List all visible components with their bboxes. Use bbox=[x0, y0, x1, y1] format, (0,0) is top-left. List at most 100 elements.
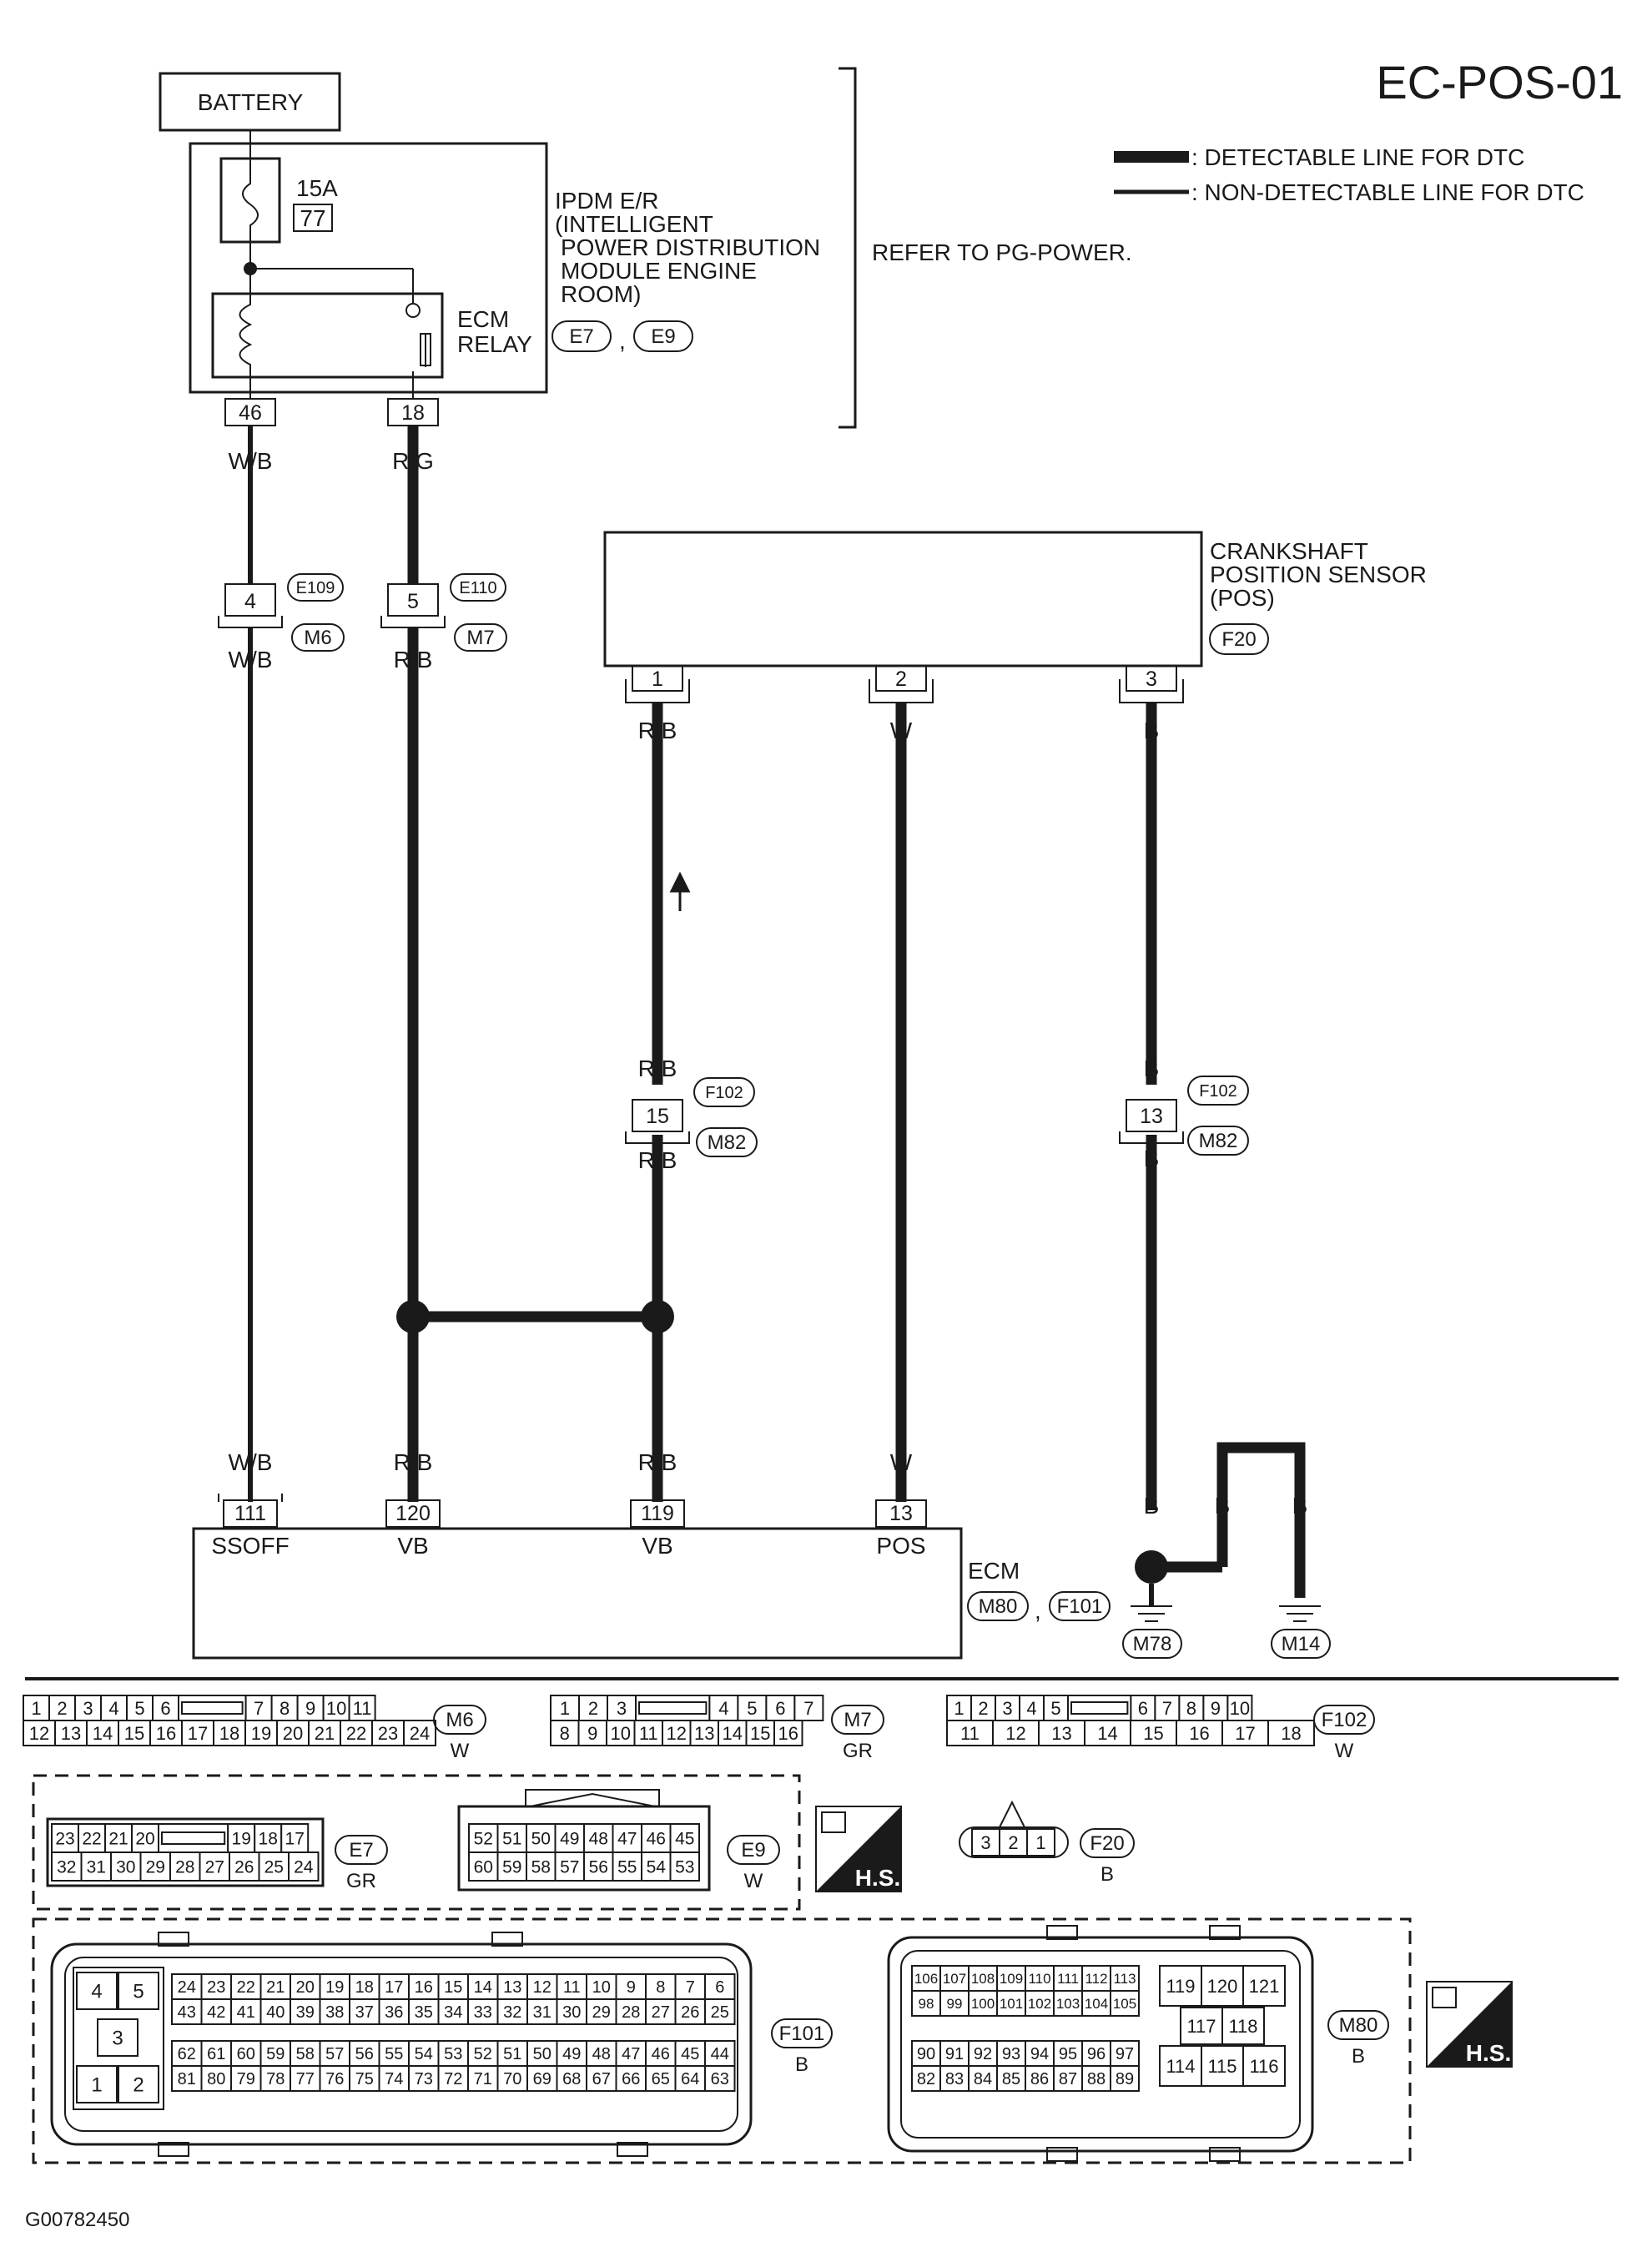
connector-pin: 17 bbox=[285, 1830, 305, 1849]
connector-pin: 120 bbox=[1207, 1976, 1238, 1997]
joint-pin-13: 13 bbox=[1140, 1105, 1163, 1128]
svg-text:B: B bbox=[1144, 1146, 1160, 1171]
connector-pin: 101 bbox=[1000, 1996, 1023, 2012]
connector-pin: 88 bbox=[1087, 2070, 1106, 2088]
connector-pin: 110 bbox=[1028, 1971, 1050, 1987]
connector-pin: 55 bbox=[617, 1858, 637, 1877]
svg-text:B: B bbox=[1144, 718, 1160, 743]
svg-text:R/B: R/B bbox=[638, 718, 677, 743]
connector-lock-icon bbox=[161, 1831, 226, 1845]
connector-pin: 3 bbox=[617, 1698, 627, 1719]
connector-pin: 84 bbox=[974, 2070, 992, 2088]
svg-text:M80: M80 bbox=[979, 1595, 1018, 1618]
svg-text:W/B: W/B bbox=[229, 647, 273, 673]
wire-sensor-rb bbox=[652, 703, 691, 1502]
connector-pin: 9 bbox=[587, 1723, 597, 1744]
connector-pin: 113 bbox=[1113, 1971, 1136, 1987]
svg-text:W: W bbox=[890, 1449, 913, 1475]
connector-pin: 95 bbox=[1059, 2045, 1077, 2063]
connector-pin: 48 bbox=[589, 1830, 608, 1849]
connector-pin: 12 bbox=[1005, 1723, 1025, 1744]
svg-text:H.S.: H.S. bbox=[855, 1865, 900, 1891]
connector-pin: 42 bbox=[207, 2003, 225, 2022]
connector-pin: 13 bbox=[503, 1978, 521, 1997]
connector-pin: 23 bbox=[378, 1723, 398, 1744]
connector-pin: 96 bbox=[1087, 2045, 1106, 2063]
connector-pin: 1 bbox=[31, 1698, 41, 1719]
ipdm-label: IPDM E/R (INTELLIGENT POWER DISTRIBUTION… bbox=[552, 188, 820, 354]
svg-text:M7: M7 bbox=[466, 627, 494, 649]
svg-text:(POS): (POS) bbox=[1210, 585, 1275, 611]
svg-text:R/B: R/B bbox=[394, 1449, 433, 1475]
connector-pin: 121 bbox=[1249, 1976, 1280, 1997]
svg-text:B: B bbox=[1292, 1493, 1308, 1519]
connector-pin: 46 bbox=[652, 2045, 670, 2063]
svg-text:,: , bbox=[1035, 1598, 1041, 1624]
ground-icon-m78 bbox=[1131, 1605, 1172, 1622]
svg-text:VB: VB bbox=[397, 1533, 428, 1559]
connector-pin: 23 bbox=[207, 1978, 225, 1997]
connector-pin: 17 bbox=[385, 1978, 403, 1997]
connector-pin: 6 bbox=[1138, 1698, 1148, 1719]
connector-pin: 89 bbox=[1116, 2070, 1134, 2088]
svg-text:F20: F20 bbox=[1090, 1832, 1124, 1855]
connector-pin: 16 bbox=[415, 1978, 433, 1997]
joint-pin-5: 5 bbox=[407, 590, 419, 613]
connector-pin: 6 bbox=[715, 1978, 724, 1997]
connector-pin: 119 bbox=[1166, 1976, 1195, 1997]
connector-pin: 9 bbox=[1211, 1698, 1221, 1719]
svg-text:E9: E9 bbox=[741, 1839, 765, 1862]
connector-pin: 69 bbox=[533, 2070, 552, 2088]
connector-pin: 26 bbox=[681, 2003, 699, 2022]
svg-text:VB: VB bbox=[642, 1533, 672, 1559]
svg-text:W: W bbox=[744, 1870, 763, 1892]
refer-bracket bbox=[839, 67, 857, 429]
connector-pin: 65 bbox=[652, 2070, 670, 2088]
connector-pin: 3 bbox=[83, 1698, 93, 1719]
svg-text:F102: F102 bbox=[1199, 1082, 1237, 1101]
relay-label-2: RELAY bbox=[457, 331, 532, 357]
splice-vb bbox=[396, 1300, 674, 1333]
connector-pin: 1 bbox=[954, 1698, 964, 1719]
connector-pin: 3 bbox=[1002, 1698, 1012, 1719]
svg-text:M6: M6 bbox=[304, 627, 331, 649]
connector-pin: 26 bbox=[234, 1858, 254, 1877]
connector-pin: 50 bbox=[531, 1830, 551, 1849]
connector-pin: 13 bbox=[694, 1723, 714, 1744]
connector-pin: 52 bbox=[474, 2045, 492, 2063]
connector-pin: 97 bbox=[1116, 2045, 1134, 2063]
svg-text:M80: M80 bbox=[1339, 2014, 1378, 2037]
connector-pin: 13 bbox=[61, 1723, 81, 1744]
connector-pin: 15 bbox=[444, 1978, 462, 1997]
svg-text:GR: GR bbox=[843, 1740, 873, 1762]
connector-pin: 73 bbox=[415, 2070, 433, 2088]
ecm-pin-120: 120 bbox=[395, 1502, 431, 1525]
connector-lock-icon bbox=[638, 1701, 708, 1715]
connector-pin: 53 bbox=[675, 1858, 694, 1877]
fuse-rating: 15A bbox=[296, 175, 338, 201]
connector-pin: 14 bbox=[474, 1978, 492, 1997]
connector-pin: 60 bbox=[474, 1858, 493, 1877]
connector-pin: 108 bbox=[971, 1971, 995, 1987]
svg-text:R/B: R/B bbox=[638, 1147, 677, 1173]
connector-pin: 21 bbox=[266, 1978, 285, 1997]
ground-icon-m14 bbox=[1279, 1605, 1321, 1622]
connector-pin: 4 bbox=[1026, 1698, 1036, 1719]
svg-text:F101: F101 bbox=[779, 2023, 825, 2045]
connector-pin: 9 bbox=[627, 1978, 636, 1997]
connector-pin: 18 bbox=[355, 1978, 374, 1997]
svg-text:F101: F101 bbox=[1057, 1595, 1103, 1618]
legend: : DETECTABLE LINE FOR DTC : NON-DETECTAB… bbox=[1114, 144, 1584, 205]
connector-pin: 86 bbox=[1030, 2070, 1049, 2088]
connector-pin: 18 bbox=[259, 1830, 278, 1849]
connector-pin: 8 bbox=[656, 1978, 665, 1997]
connector-pin: 35 bbox=[415, 2003, 433, 2022]
svg-text:M6: M6 bbox=[446, 1709, 473, 1731]
relay-contact-icon bbox=[420, 333, 431, 366]
connector-pin: 17 bbox=[188, 1723, 208, 1744]
